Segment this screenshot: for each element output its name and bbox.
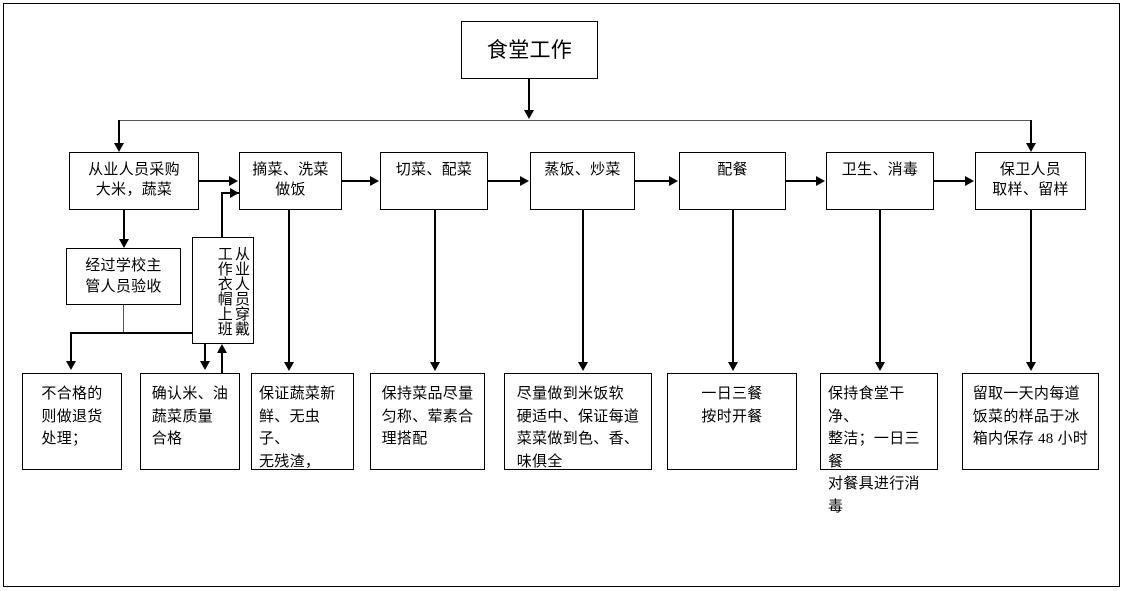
node-p2-wash[interactable]: 摘菜、洗菜 做饭 [239,152,342,210]
connector-p4-p5 [635,180,670,182]
node-d4-balanced-dishes[interactable]: 保持菜品尽量 匀称、荤素合 理搭配 [370,373,485,470]
node-d7-label: 保持食堂干净、 整洁；一日三餐 对餐具进行消毒 [828,386,920,515]
connector-bus-horizontal [119,120,1032,121]
connector-p2-to-d3 [288,210,290,365]
node-d1-reject-return[interactable]: 不合格的 则做退货 处理； [22,373,122,470]
arrow-p5-to-d6 [728,362,738,371]
arrow-p4-p5 [669,176,678,186]
connector-p1-p2 [199,180,230,182]
node-p1-purchase[interactable]: 从业人员采购 大米，蔬菜 [69,152,199,210]
connector-p5-to-d6 [732,210,734,365]
connector-p6-p7 [934,180,966,182]
node-d3-fresh-vegetables[interactable]: 保证蔬菜新 鲜、无虫子、 无残渣， [251,373,354,470]
connector-s1-to-d1 [70,332,72,364]
connector-p2-p3 [342,180,371,182]
connector-d2-to-s2 [221,352,223,374]
arrow-p2-to-d3 [284,362,294,371]
arrow-p5-p6 [816,176,825,186]
node-p5-label: 配餐 [717,162,748,178]
arrow-p1-p2 [229,176,238,186]
connector-p3-p4 [488,180,521,182]
arrow-p3-p4 [520,176,529,186]
node-s2-label: 从业人员穿戴工作衣帽上班 [215,245,249,336]
arrow-title-to-bus [524,110,534,119]
arrow-p7-to-d8 [1026,362,1036,371]
node-d1-label: 不合格的 则做退货 处理； [41,386,103,447]
connector-title-stem [528,79,530,113]
connector-bus-drop-left [118,120,120,146]
node-p4-label: 蒸饭、炒菜 [544,162,621,178]
node-d4-label: 保持菜品尽量 匀称、荤素合 理搭配 [381,386,474,447]
arrow-bus-to-p1 [114,143,124,152]
node-p7-sampling[interactable]: 保卫人员 取样、留样 [975,152,1086,210]
node-d5-rice-texture[interactable]: 尽量做到米饭软 硬适中、保证每道 菜菜做到色、香、 味俱全 [504,373,652,470]
connector-p1-to-s1 [123,210,125,242]
node-d6-three-meals[interactable]: 一日三餐 按时开餐 [667,373,797,470]
arrow-p4-to-d5 [578,362,588,371]
connector-s1-to-d2 [204,332,206,364]
arrow-p2-p3 [370,176,379,186]
arrow-d2-to-s2 [217,344,227,353]
node-title-label: 食堂工作 [486,37,573,62]
node-p6-label: 卫生、消毒 [841,162,919,178]
arrow-p3-to-d4 [430,362,440,371]
arrow-p6-p7 [965,176,974,186]
node-d3-label: 保证蔬菜新 鲜、无虫子、 无残渣， [259,386,336,470]
arrow-bus-to-p7 [1026,143,1036,152]
node-d2-confirm-quality[interactable]: 确认米、油 蔬菜质量 合格 [140,373,240,470]
node-d8-sample-retention[interactable]: 留取一天内每道 饭菜的样品于冰 箱内保存 48 小时 [962,373,1099,470]
node-p4-cook[interactable]: 蒸饭、炒菜 [530,152,635,210]
node-d5-label: 尽量做到米饭软 硬适中、保证每道 菜菜做到色、香、 味俱全 [516,386,640,470]
arrow-s1-to-d1 [66,361,76,370]
node-p2-label: 摘菜、洗菜 做饭 [252,162,329,199]
node-s2-uniform[interactable]: 从业人员穿戴工作衣帽上班 [192,237,254,344]
node-title-canteen-work[interactable]: 食堂工作 [461,21,598,79]
arrow-p1-to-s1 [119,239,129,248]
connector-p6-to-d7 [879,210,881,365]
node-d2-label: 确认米、油 蔬菜质量 合格 [151,386,229,447]
node-p3-cut[interactable]: 切菜、配菜 [380,152,488,210]
page-border [3,3,1120,587]
connector-p4-to-d5 [582,210,584,365]
node-p6-hygiene[interactable]: 卫生、消毒 [826,152,934,210]
connector-s1-split-bar [70,332,206,334]
connector-p7-to-d8 [1030,210,1032,365]
node-p3-label: 切菜、配菜 [395,162,473,178]
connector-p3-to-d4 [434,210,436,365]
node-s1-school-inspection[interactable]: 经过学校主 管人员验收 [66,248,181,305]
node-d7-clean-disinfect[interactable]: 保持食堂干净、 整洁；一日三餐 对餐具进行消毒 [820,373,938,515]
node-p5-serve[interactable]: 配餐 [679,152,786,210]
connector-s2-to-p2-vertical [221,192,223,238]
connector-bus-drop-right [1030,120,1032,146]
node-d8-label: 留取一天内每道 饭菜的样品于冰 箱内保存 48 小时 [972,386,1089,447]
node-p1-label: 从业人员采购 大米，蔬菜 [88,162,180,199]
connector-p5-p6 [786,180,817,182]
arrow-s1-to-d2 [200,361,210,370]
node-d6-label: 一日三餐 按时开餐 [701,386,763,425]
node-s1-label: 经过学校主 管人员验收 [85,258,162,295]
arrow-s2-to-p2 [230,188,239,198]
node-p7-label: 保卫人员 取样、留样 [992,162,1069,199]
arrow-p6-to-d7 [875,362,885,371]
connector-s1-stem [123,305,124,333]
